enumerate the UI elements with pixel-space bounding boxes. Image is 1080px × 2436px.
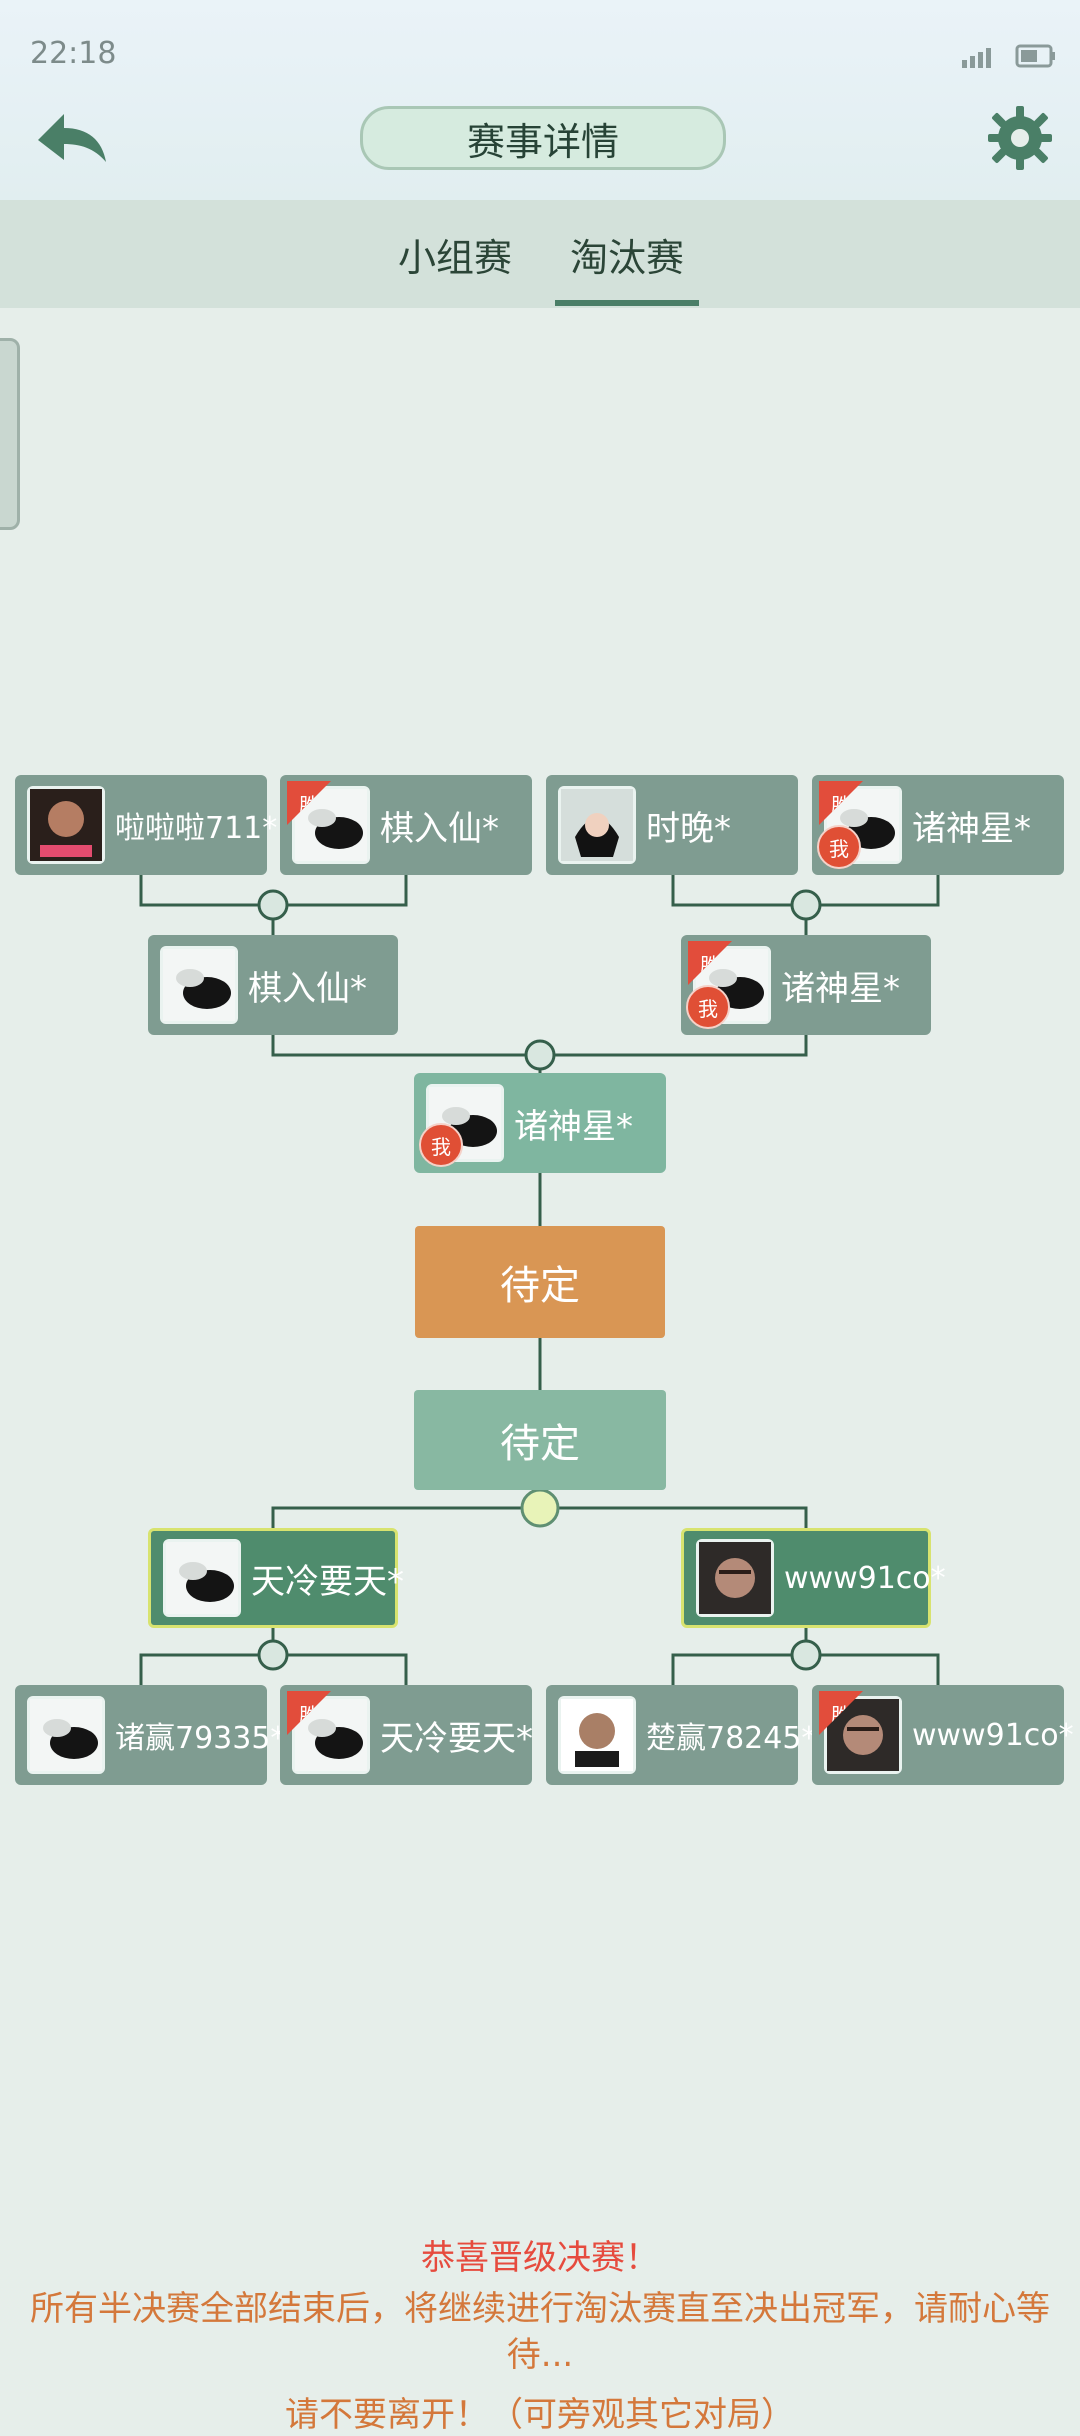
player-name: 棋入仙* [248, 968, 367, 1009]
tab-group-stage[interactable]: 小组赛 [397, 235, 512, 280]
avatar [27, 1696, 105, 1774]
go-stone-icon [163, 949, 235, 1021]
avatar: 胜 [287, 1691, 370, 1774]
player-finalist-top[interactable]: 我 诸神星* [414, 1073, 666, 1173]
avatar [558, 786, 636, 864]
player-round2-top-1[interactable]: 棋入仙* [148, 935, 398, 1035]
avatar [163, 1539, 241, 1617]
player-round1-bottom-1[interactable]: 诸赢79335* [15, 1685, 285, 1785]
player-name: 诸赢79335* [115, 1721, 286, 1756]
status-time: 22:18 [30, 36, 117, 71]
signal-icon [962, 48, 991, 68]
page-title: 赛事详情 [360, 106, 726, 170]
avatar [160, 946, 238, 1024]
player-round2-bottom-1[interactable]: 天冷要天* [148, 1528, 404, 1628]
side-drawer-handle[interactable] [0, 338, 20, 530]
footer-line-wait: 所有半决赛全部结束后，将继续进行淘汰赛直至决出冠军，请耐心等待... [30, 2289, 1050, 2375]
me-badge: 我 [686, 985, 730, 1029]
player-name: 诸神星* [781, 968, 900, 1009]
avatar: 胜 我 [686, 941, 771, 1029]
tab-knockout[interactable]: 淘汰赛 [569, 235, 684, 280]
player-name: 棋入仙* [380, 808, 499, 849]
player-name: 时晚* [646, 808, 731, 849]
go-stone-icon [30, 1699, 102, 1771]
avatar [558, 1696, 636, 1774]
player-round1-bottom-3[interactable]: 楚赢78245* [546, 1685, 816, 1785]
player-round2-bottom-2[interactable]: www91co* [681, 1528, 946, 1628]
face-icon [30, 789, 102, 861]
player-round2-top-2[interactable]: 胜 我 诸神星* [681, 935, 931, 1035]
player-name: 天冷要天* [251, 1561, 404, 1602]
final-pending-slot: 待定 [415, 1226, 665, 1338]
face-icon [827, 1699, 899, 1771]
finalist-bottom-pending: 待定 [414, 1390, 666, 1490]
avatar: 我 [419, 1084, 504, 1167]
face-icon [699, 1542, 771, 1614]
me-badge: 我 [817, 825, 861, 869]
back-arrow-icon[interactable] [32, 106, 112, 170]
player-round1-top-4[interactable]: 胜 我 诸神星* [812, 775, 1064, 875]
gear-icon[interactable] [986, 104, 1054, 172]
avatar: 胜 我 [817, 781, 902, 869]
avatar [27, 786, 105, 864]
avatar: 胜 [819, 1691, 902, 1774]
player-name: 诸神星* [514, 1106, 633, 1147]
anime-avatar-icon [561, 789, 633, 861]
player-name: 天冷要天* [380, 1718, 533, 1759]
bracket-node-icons [257, 889, 822, 1671]
tab-bar: 小组赛 淘汰赛 [0, 200, 1080, 308]
player-name: 诸神星* [912, 808, 1031, 849]
player-round1-bottom-4[interactable]: 胜 www91co* [812, 1685, 1074, 1785]
player-name: www91co* [912, 1717, 1074, 1753]
footer-line-congrats: 恭喜晋级决赛！ [421, 2238, 659, 2278]
player-round1-top-3[interactable]: 时晚* [546, 775, 798, 875]
avatar: 胜 [287, 781, 370, 864]
player-round1-top-1[interactable]: 啦啦啦711* [15, 775, 277, 875]
face-icon [561, 1699, 633, 1771]
tab-active-indicator [555, 300, 699, 306]
player-name: 楚赢78245* [646, 1721, 817, 1756]
top-bar: 22:18 赛事详情 [0, 0, 1080, 200]
battery-icon [1015, 44, 1055, 68]
footer-line-stay: 请不要离开！（可旁观其它对局） [285, 2394, 795, 2435]
go-stone-icon [166, 1542, 238, 1614]
player-round1-bottom-2[interactable]: 胜 天冷要天* [280, 1685, 533, 1785]
player-name: 啦啦啦711* [115, 811, 278, 846]
avatar [696, 1539, 774, 1617]
player-round1-top-2[interactable]: 胜 棋入仙* [280, 775, 532, 875]
me-badge: 我 [419, 1123, 463, 1167]
player-name: www91co* [784, 1560, 946, 1596]
footer-message: 恭喜晋级决赛！ 所有半决赛全部结束后，将继续进行淘汰赛直至决出冠军，请耐心等待.… [0, 2230, 1080, 2436]
